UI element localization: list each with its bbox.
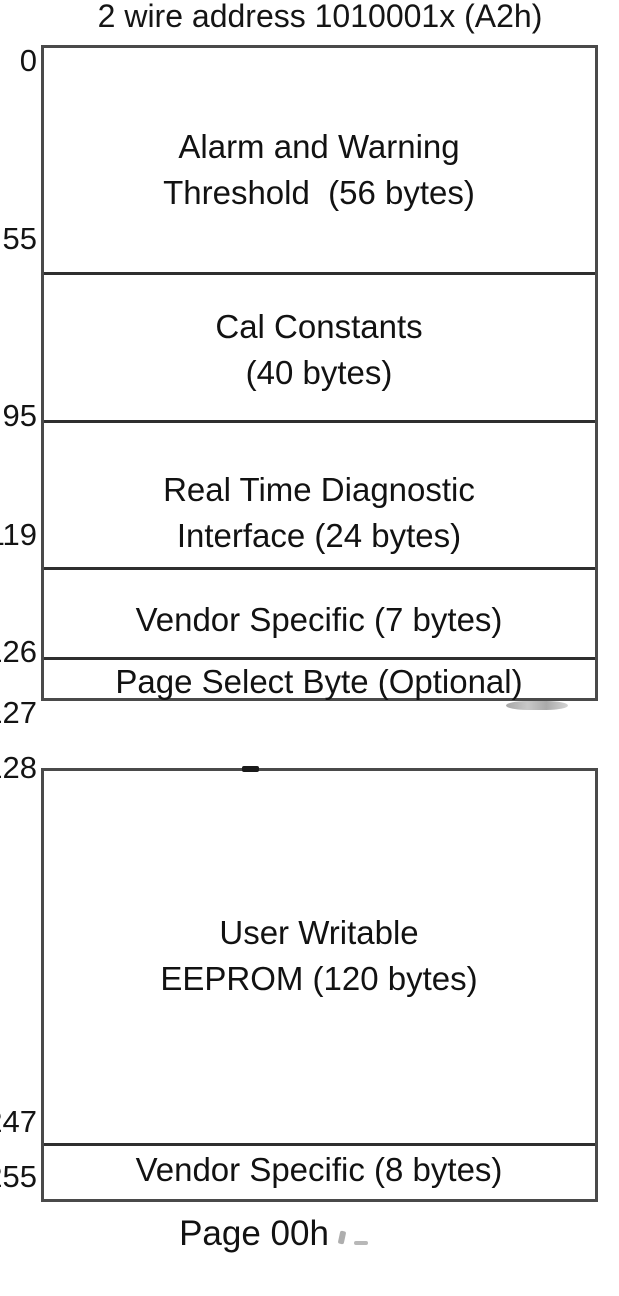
byte-address-label-126: 126 xyxy=(0,634,37,669)
section-label-vendor-specific-8: Vendor Specific (8 bytes) xyxy=(135,1151,503,1188)
row-real-time-diagnostic xyxy=(44,420,595,567)
byte-address-label-247: 247 xyxy=(0,1104,37,1139)
section-label-real-time-diagnostic: Real Time Diagnostic Interface (24 bytes… xyxy=(163,471,475,554)
byte-address-label-0: 0 xyxy=(19,43,37,78)
section-label-vendor-specific-7: Vendor Specific (7 bytes) xyxy=(135,601,503,638)
scan-smudge-artifact xyxy=(506,701,568,710)
byte-address-label-127: 127 xyxy=(0,695,37,730)
row-vendor-specific-8 xyxy=(44,1143,595,1199)
section-label-cal-constants: Cal Constants (40 bytes) xyxy=(215,308,423,391)
byte-address-label-119: 119 xyxy=(0,517,37,552)
row-cal-constants xyxy=(44,272,595,420)
section-label-user-writable-eeprom: User Writable EEPROM (120 bytes) xyxy=(160,914,478,997)
byte-address-label-128: 128 xyxy=(0,750,37,785)
section-label-page-select-byte: Page Select Byte (Optional) xyxy=(115,663,523,700)
diagram-title: 2 wire address 1010001x (A2h) xyxy=(97,0,543,34)
scan-tick-artifact xyxy=(242,766,259,772)
byte-address-label-55: 55 xyxy=(2,221,37,256)
scan-dash-artifact xyxy=(354,1241,368,1245)
section-label-alarm-warning-threshold: Alarm and Warning Threshold (56 bytes) xyxy=(163,128,475,211)
byte-address-label-255: 255 xyxy=(0,1159,37,1194)
row-page-select-byte xyxy=(44,657,595,698)
byte-address-label-95: 95 xyxy=(2,398,37,433)
memory-box-lower xyxy=(41,768,598,1202)
row-vendor-specific-7 xyxy=(44,567,595,657)
page-caption: Page 00h xyxy=(179,1214,329,1253)
memory-box-upper xyxy=(41,45,598,701)
